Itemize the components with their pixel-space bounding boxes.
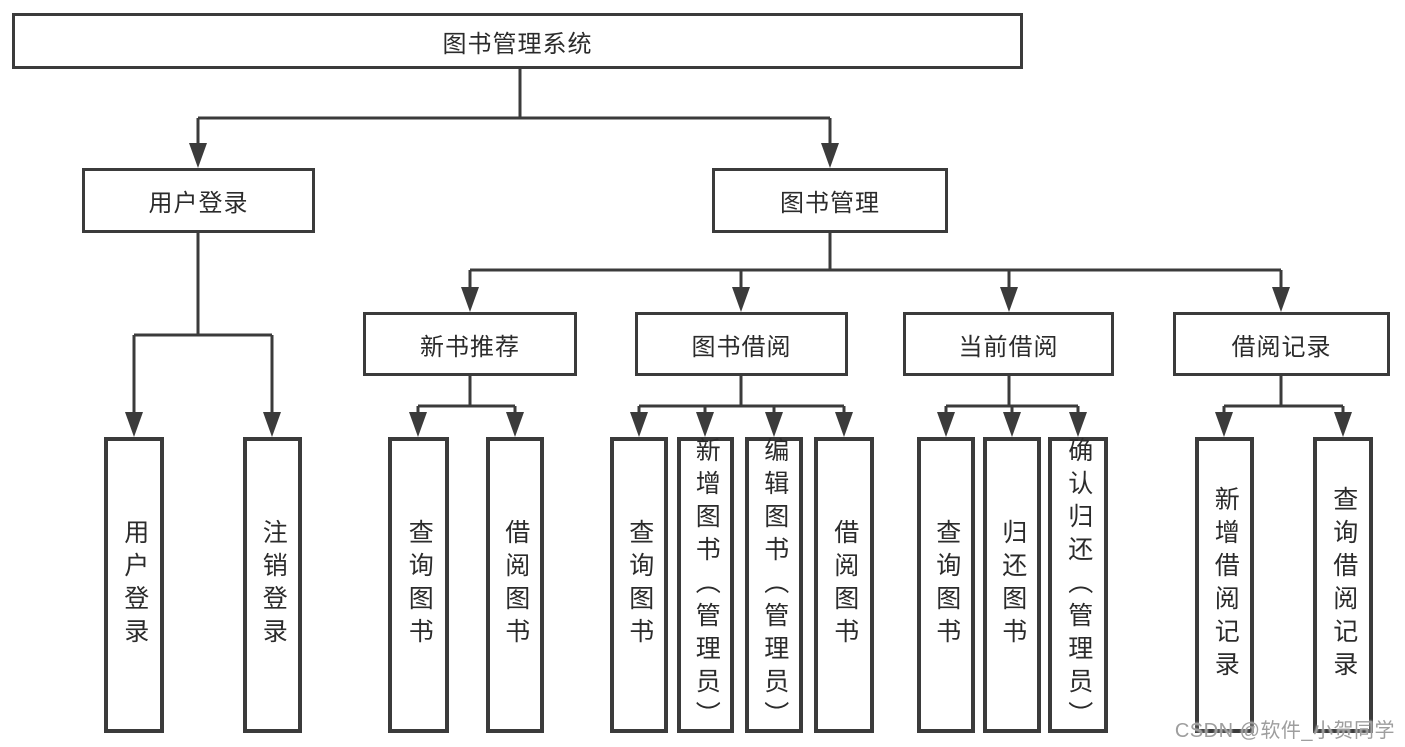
leaf-confirm-return-admin-label: 确认归还（管理员） — [1064, 436, 1093, 734]
leaf-newbook-borrow: 借阅图书 — [486, 437, 544, 733]
node-user-login-label: 用户登录 — [148, 190, 249, 217]
leaf-newbook-query: 查询图书 — [388, 437, 449, 733]
leaf-add-book-admin-label: 新增图书（管理员） — [692, 436, 721, 734]
node-new-book-recommend: 新书推荐 — [363, 312, 577, 376]
node-root: 图书管理系统 — [12, 13, 1023, 69]
leaf-query-borrow-record: 查询借阅记录 — [1313, 437, 1373, 733]
leaf-return-book: 归还图书 — [983, 437, 1041, 733]
leaf-user-login: 用户登录 — [104, 437, 164, 733]
leaf-edit-book-admin: 编辑图书（管理员） — [745, 436, 803, 734]
node-borrow-records-label: 借阅记录 — [1231, 333, 1332, 361]
leaf-current-query: 查询图书 — [917, 437, 975, 733]
node-book-management-label: 图书管理 — [780, 190, 880, 217]
node-book-borrow: 图书借阅 — [635, 312, 848, 376]
leaf-user-login-label: 用户登录 — [120, 519, 149, 651]
watermark: CSDN @软件_小贺同学 — [1174, 720, 1395, 742]
leaf-return-book-label: 归还图书 — [998, 519, 1027, 651]
node-current-borrow-label: 当前借阅 — [958, 333, 1059, 361]
node-book-management: 图书管理 — [712, 168, 948, 233]
node-current-borrow: 当前借阅 — [903, 312, 1114, 376]
node-book-borrow-label: 图书借阅 — [691, 333, 792, 361]
leaf-add-book-admin: 新增图书（管理员） — [677, 436, 734, 734]
leaf-add-borrow-record: 新增借阅记录 — [1195, 437, 1254, 733]
leaf-current-query-label: 查询图书 — [932, 519, 961, 651]
leaf-logout: 注销登录 — [243, 437, 302, 733]
leaf-add-borrow-record-label: 新增借阅记录 — [1211, 486, 1240, 684]
node-new-book-recommend-label: 新书推荐 — [420, 333, 520, 361]
node-root-label: 图书管理系统 — [442, 30, 593, 58]
leaf-edit-book-admin-label: 编辑图书（管理员） — [760, 436, 789, 734]
leaf-borrow-book: 借阅图书 — [814, 437, 874, 733]
leaf-borrow-query-label: 查询图书 — [625, 519, 654, 651]
leaf-logout-label: 注销登录 — [259, 519, 288, 651]
leaf-borrow-book-label: 借阅图书 — [830, 519, 859, 651]
node-user-login: 用户登录 — [82, 168, 315, 233]
leaf-newbook-borrow-label: 借阅图书 — [501, 519, 530, 651]
leaf-confirm-return-admin: 确认归还（管理员） — [1048, 436, 1108, 734]
node-borrow-records: 借阅记录 — [1173, 312, 1390, 376]
leaf-query-borrow-record-label: 查询借阅记录 — [1329, 486, 1358, 684]
leaf-newbook-query-label: 查询图书 — [405, 519, 434, 651]
leaf-borrow-query: 查询图书 — [610, 437, 668, 733]
